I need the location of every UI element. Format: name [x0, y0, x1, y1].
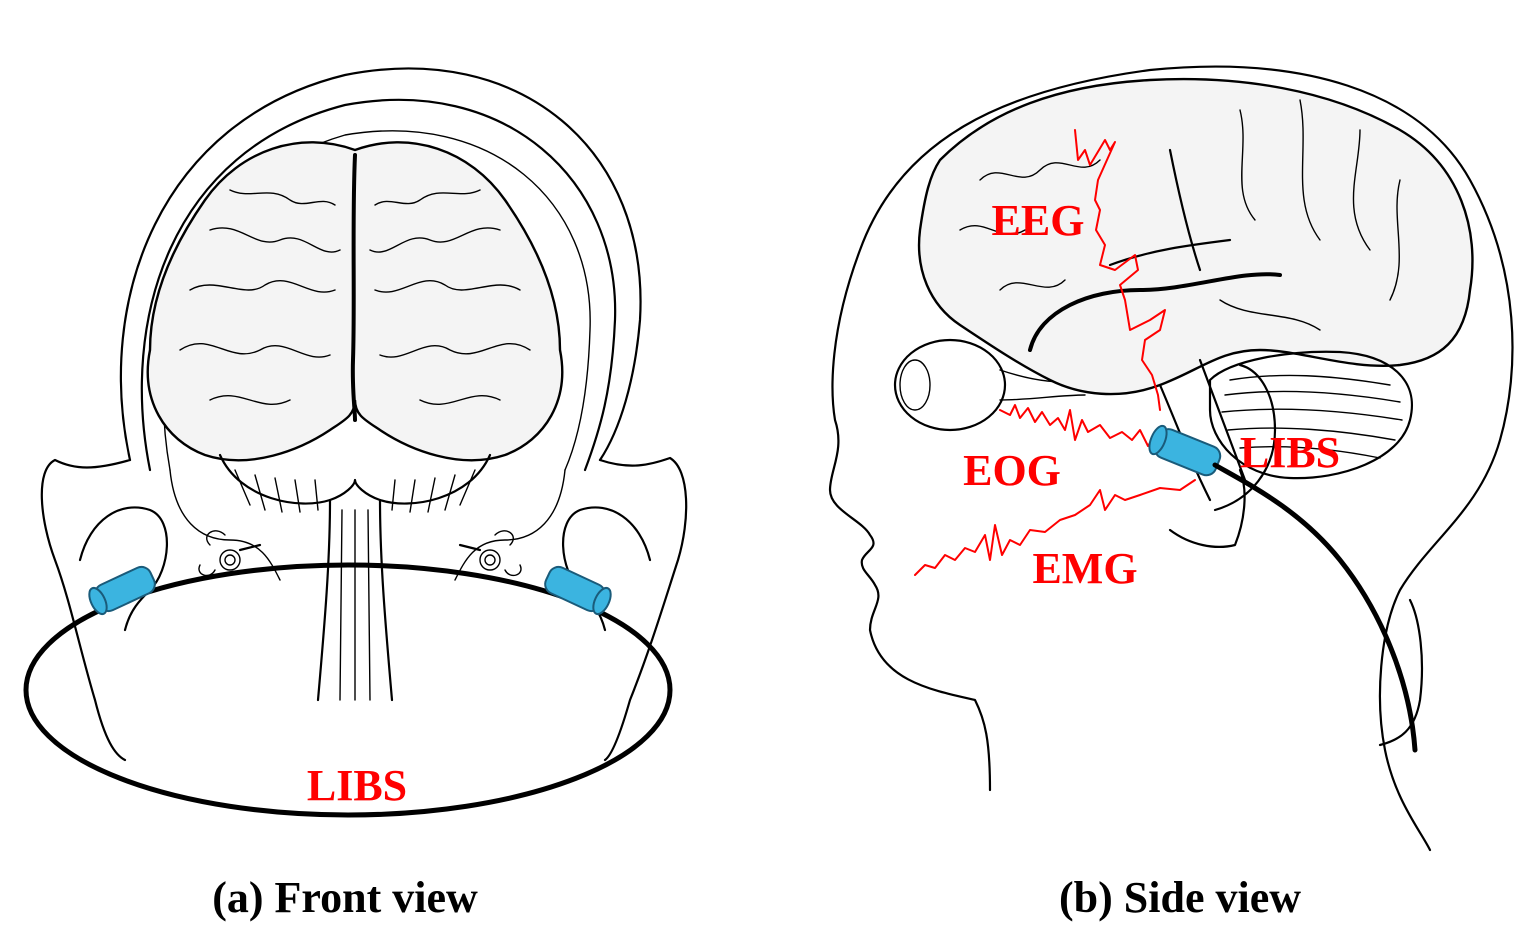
front-right-cochlea	[458, 530, 522, 577]
side-neck-back	[1378, 598, 1424, 747]
side-eeg-signal	[1074, 129, 1166, 411]
side-caption: (b) Side view	[1059, 873, 1301, 922]
side-eye	[893, 338, 1086, 432]
front-view-panel: LIBS (a) Front view	[23, 67, 688, 922]
side-view-panel: EEG EOG EMG LIBS (b) Side view	[828, 65, 1514, 922]
front-left-cochlea	[198, 530, 262, 577]
side-head-outline	[828, 65, 1514, 852]
side-sylvian	[1108, 148, 1232, 272]
side-cerebellum-lines	[1221, 374, 1403, 459]
side-gyri	[959, 99, 1401, 331]
side-temporal-lobe	[1028, 272, 1282, 352]
front-inner-line-right	[454, 469, 566, 581]
front-libs-label: LIBS	[307, 761, 407, 810]
side-libs-label: LIBS	[1240, 428, 1340, 477]
side-jaw	[1168, 468, 1246, 548]
side-eog-signal	[999, 404, 1156, 447]
front-head-outline	[119, 67, 642, 462]
side-eeg-label: EEG	[992, 196, 1085, 245]
side-brain	[917, 77, 1474, 396]
front-right-ear	[561, 506, 652, 632]
front-caption: (a) Front view	[212, 873, 478, 922]
front-libs-cable	[23, 562, 673, 818]
front-left-ear	[78, 506, 169, 632]
front-neck-right	[598, 456, 688, 762]
front-inner-line-left	[169, 469, 281, 581]
front-cerebellum-lines	[234, 469, 476, 513]
front-gyri-left	[179, 189, 341, 405]
side-earpiece	[1148, 424, 1222, 477]
side-ear	[1213, 363, 1277, 512]
front-neck-left	[40, 458, 132, 762]
front-cerebellum	[218, 453, 492, 505]
front-right-earpiece	[544, 565, 612, 616]
front-gyri-right	[369, 189, 531, 405]
side-emg-signal	[914, 479, 1196, 576]
front-brain-fissure	[350, 153, 357, 422]
front-left-earpiece	[88, 565, 156, 616]
side-cerebellum	[1208, 350, 1413, 480]
side-libs-cable	[1212, 462, 1418, 753]
front-skull-outline	[140, 98, 617, 472]
front-brainstem	[316, 498, 394, 702]
side-eog-label: EOG	[963, 446, 1061, 495]
front-brainstem-inner	[339, 509, 371, 701]
side-emg-label: EMG	[1032, 544, 1137, 593]
